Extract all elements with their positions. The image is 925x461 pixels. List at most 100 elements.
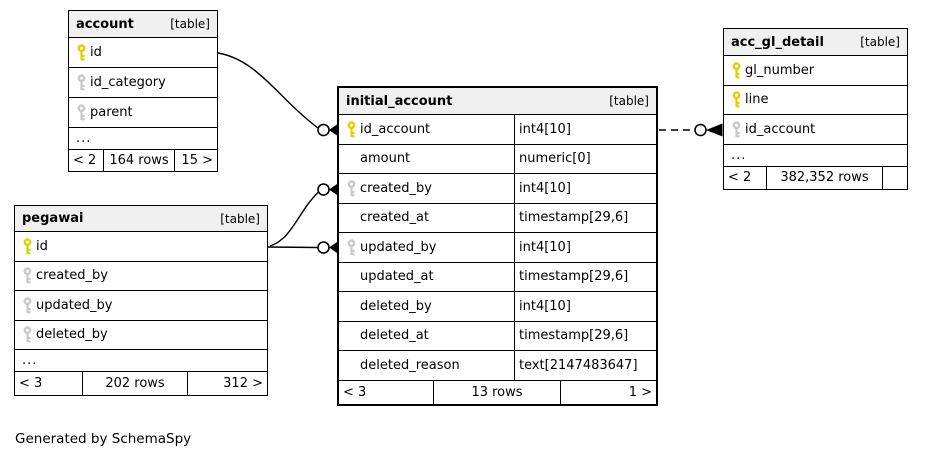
zero-or-one-dot: [317, 183, 330, 196]
table-title: initial_account: [346, 93, 453, 109]
footer-paging-left: < 2: [724, 166, 767, 189]
column-name: created_by: [360, 180, 432, 196]
table-title: acc_gl_detail: [731, 34, 824, 50]
column-name: id: [90, 45, 102, 60]
column-row-created_by: created_by: [15, 261, 267, 291]
column-type: int4[10]: [519, 298, 571, 314]
column-name: updated_by: [36, 297, 113, 313]
column-name: deleted_by: [360, 298, 432, 314]
column-name: gl_number: [745, 62, 815, 78]
table-tag: [table]: [220, 211, 260, 226]
ellipsis-label: ...: [76, 131, 92, 146]
column-row-updated_by: updated_by: [15, 291, 267, 321]
primary-key-icon: [724, 91, 745, 108]
column-name: parent: [90, 105, 133, 120]
connector-pegawai-to-updated-by: [267, 241, 337, 254]
column-row-deleted_at: deleted_at timestamp[29,6]: [339, 321, 656, 351]
zero-or-one-dot: [317, 123, 330, 137]
foreign-key-icon: [69, 104, 90, 121]
column-name-cell: updated_at: [339, 262, 515, 291]
connector-pegawai-to-created-by: [269, 183, 337, 247]
table-header: account [table]: [69, 11, 217, 38]
connector-account-to-initial-account: [217, 52, 337, 137]
table-tag: [table]: [609, 94, 649, 108]
footer-paging-left: < 3: [339, 380, 434, 404]
arrowhead: [329, 242, 337, 253]
column-name: deleted_at: [360, 328, 429, 344]
table-footer: < 2 382,352 rows: [724, 166, 907, 189]
table-footer: < 2 164 rows 15 >: [69, 150, 217, 171]
column-name-cell: deleted_reason: [339, 351, 515, 380]
column-name: created_by: [36, 268, 108, 284]
table-title: account: [76, 16, 134, 32]
column-name: id_account: [360, 121, 431, 137]
column-row-id_category: id_category: [69, 68, 217, 98]
column-list: id created_by updated_by deleted_by...: [15, 232, 267, 372]
column-type: timestamp[29,6]: [519, 269, 629, 285]
foreign-key-icon: [69, 74, 90, 91]
arrowhead: [329, 184, 337, 195]
arrowhead: [706, 123, 723, 137]
column-name: id_account: [745, 121, 816, 137]
column-name: updated_at: [360, 269, 434, 285]
column-name: line: [745, 92, 769, 108]
foreign-key-icon: [339, 180, 360, 197]
foreign-key-icon: [339, 239, 360, 256]
column-name: deleted_by: [36, 327, 108, 343]
footer-paging-right: 312 >: [223, 376, 263, 391]
foreign-key-icon: [15, 267, 36, 284]
more-columns-row: ...: [69, 128, 217, 150]
column-name: id_category: [90, 75, 166, 90]
footer-row-count: 13 rows: [434, 380, 561, 404]
generated-by-label: Generated by SchemaSpy: [15, 431, 192, 447]
foreign-key-icon: [15, 297, 36, 314]
table-title: pegawai: [22, 211, 84, 226]
column-row-id: id: [69, 38, 217, 68]
more-columns-row: ...: [15, 350, 267, 372]
column-row-id_account: id_account: [724, 115, 907, 145]
zero-or-one-dot: [694, 123, 707, 137]
footer-paging-right: 1 >: [628, 384, 652, 400]
table-header: acc_gl_detail [table]: [724, 29, 907, 56]
connector-initial-account-to-acc-gl-detail: [659, 123, 723, 137]
column-row-updated_at: updated_at timestamp[29,6]: [339, 262, 656, 292]
ellipsis-label: ...: [22, 353, 38, 368]
foreign-key-icon: [15, 326, 36, 343]
column-name-cell: updated_by: [339, 233, 515, 262]
table-header: pegawai [table]: [15, 206, 267, 232]
column-name-cell: amount: [339, 144, 515, 173]
footer-paging-left: < 3: [15, 372, 83, 395]
footer-row-count: 202 rows: [83, 372, 188, 395]
column-name: deleted_reason: [360, 357, 460, 373]
column-type: timestamp[29,6]: [519, 328, 629, 344]
primary-key-icon: [15, 238, 36, 255]
column-name: created_at: [360, 210, 430, 226]
table-tag: [table]: [170, 17, 210, 31]
table-tag: [table]: [860, 35, 900, 49]
primary-key-icon: [724, 62, 745, 79]
table-footer: < 3 202 rows 312 >: [15, 372, 267, 395]
column-row-line: line: [724, 85, 907, 115]
column-name-cell: created_at: [339, 203, 515, 232]
column-name-cell: deleted_by: [339, 292, 515, 321]
column-row-id: id: [15, 232, 267, 262]
table-footer: < 3 13 rows 1 >: [339, 380, 656, 404]
more-columns-row: ...: [724, 144, 907, 167]
foreign-key-icon: [724, 121, 745, 138]
footer-paging-right: [883, 167, 907, 189]
column-name: updated_by: [360, 239, 437, 255]
footer-paging-right: 15 >: [181, 153, 213, 168]
table-header: initial_account [table]: [339, 88, 656, 115]
